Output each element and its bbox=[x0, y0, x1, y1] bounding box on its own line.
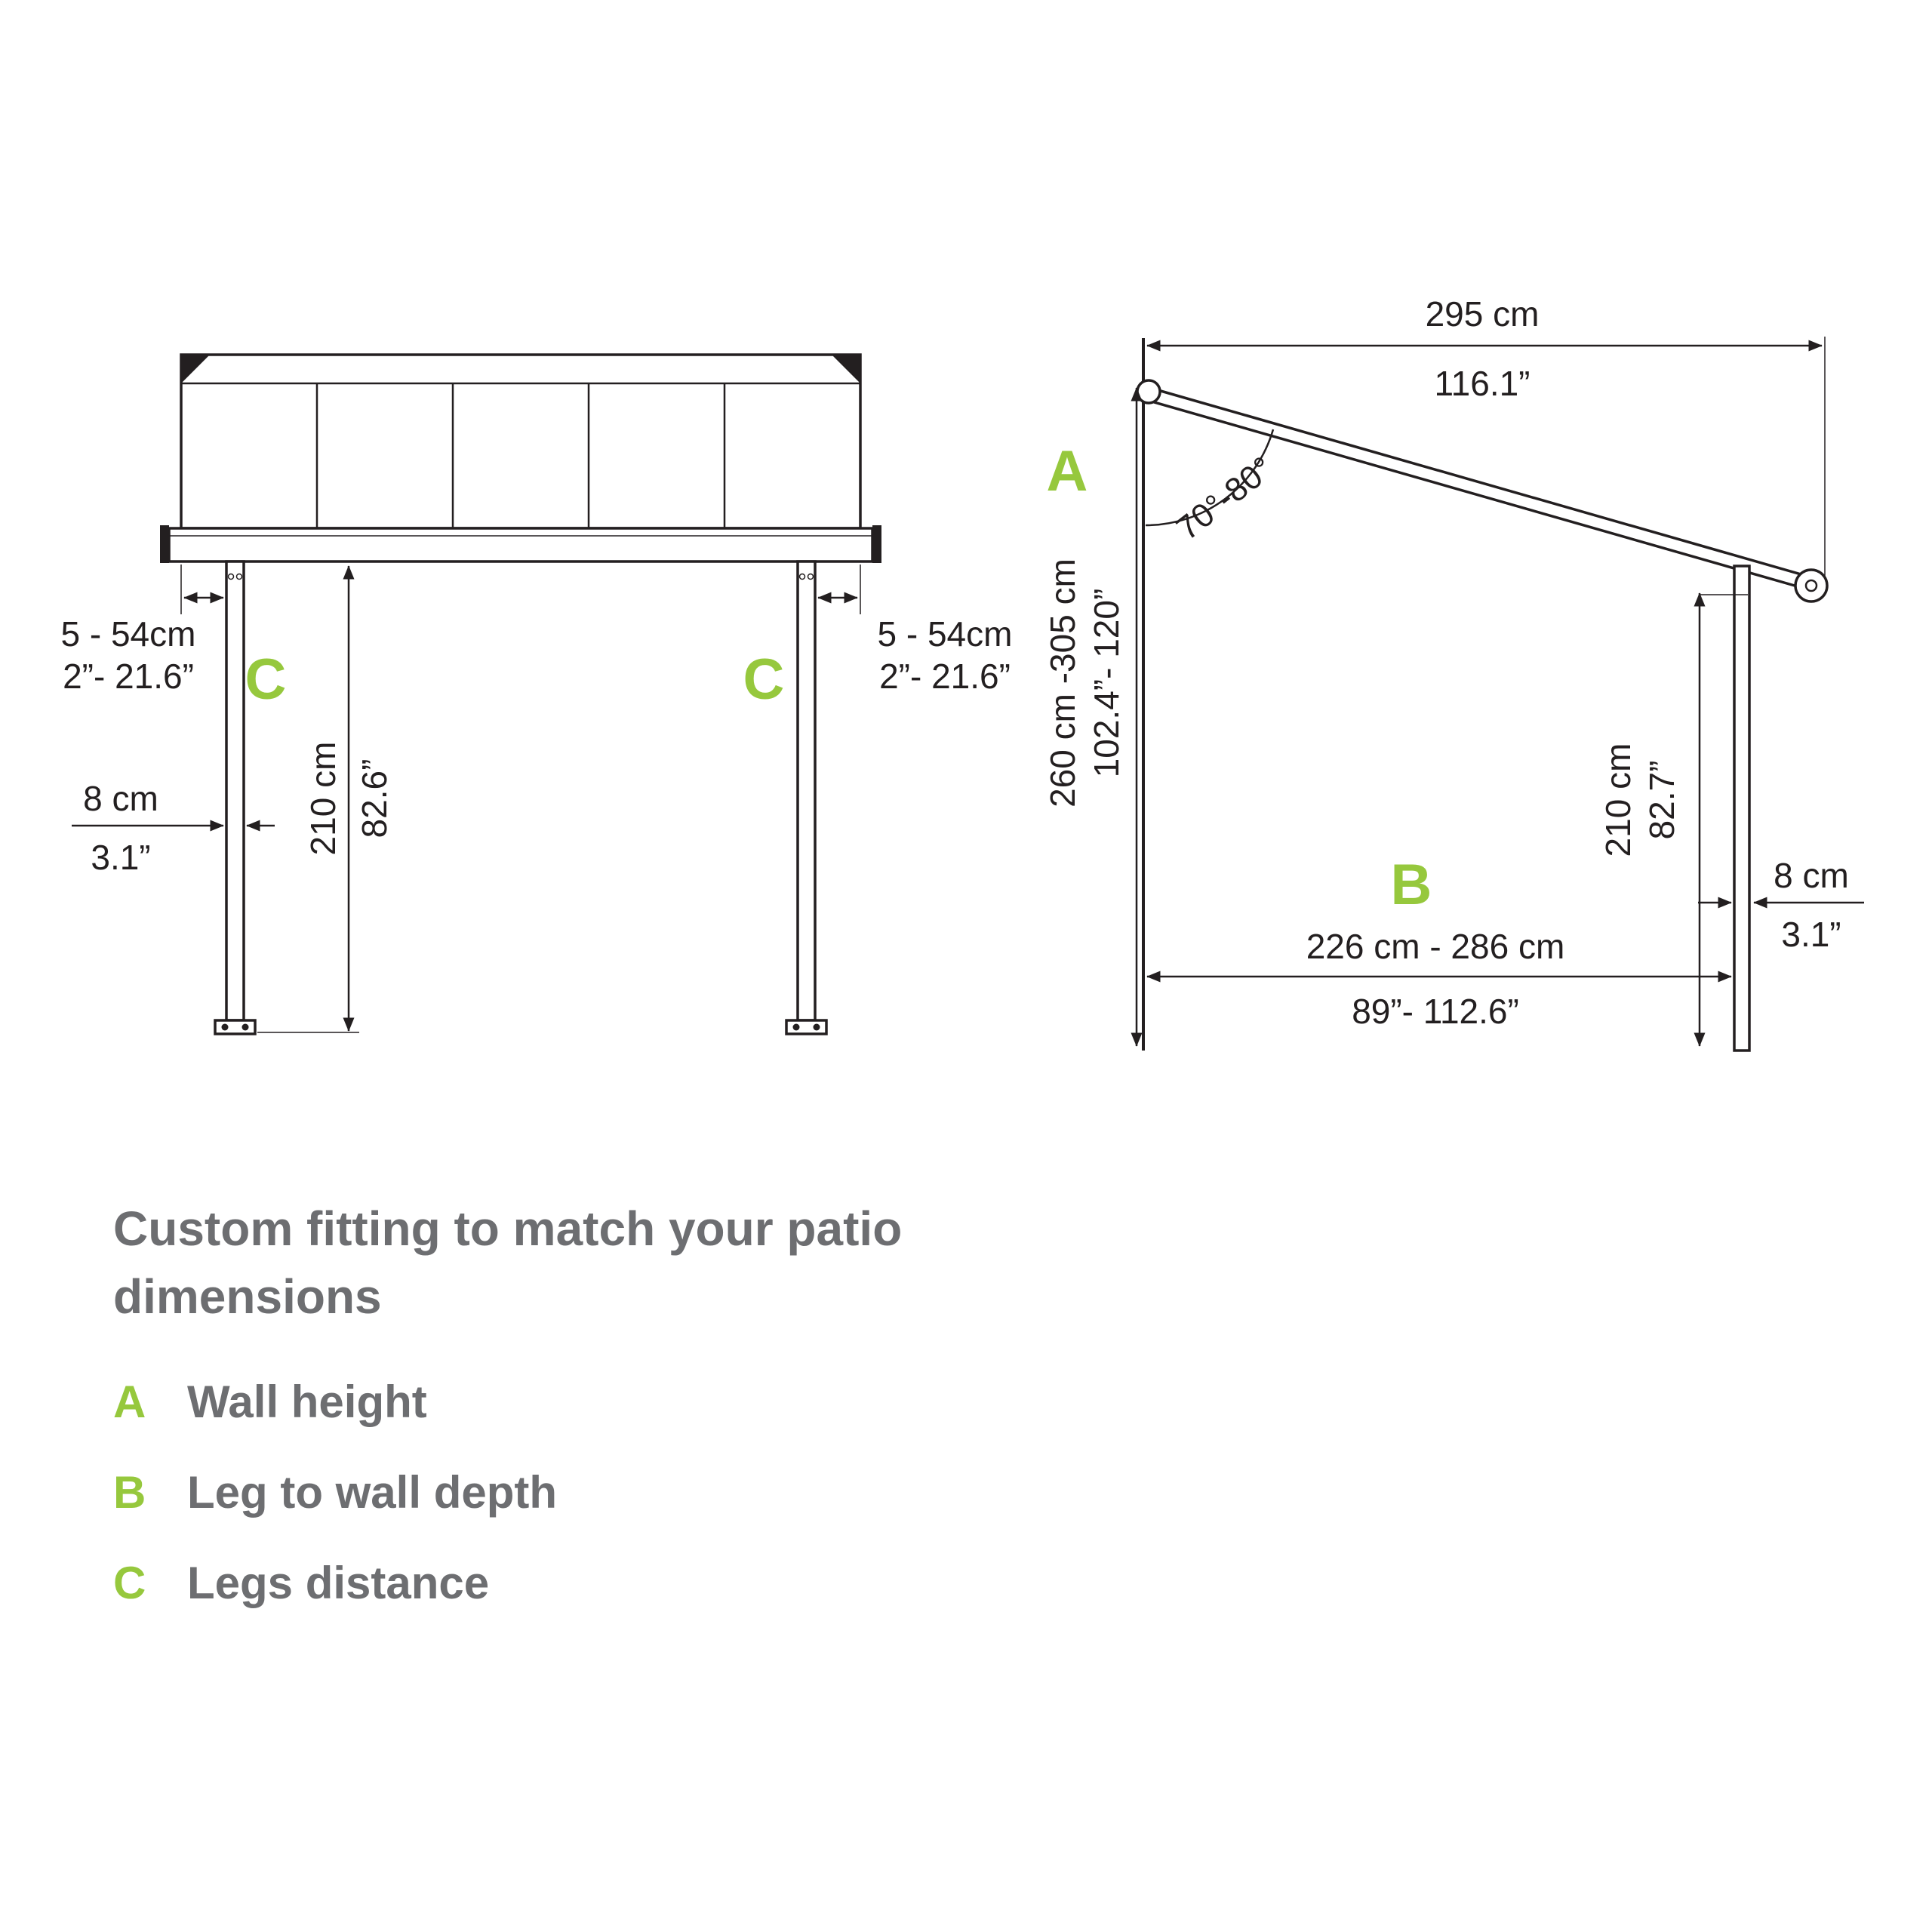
leg-bolt bbox=[227, 573, 235, 580]
front-leg-width-in: 3.1” bbox=[91, 838, 150, 877]
leg-bolt bbox=[235, 573, 243, 580]
label-c-right: C bbox=[743, 648, 785, 712]
legend-key-b: B bbox=[113, 1467, 146, 1518]
top-corner-cap-right bbox=[832, 355, 860, 383]
front-view-diagram: 5 - 54cm 2”- 21.6” C 5 - 54cm 2”- 21.6” … bbox=[61, 353, 1013, 1035]
foot-plate-left bbox=[214, 1019, 257, 1035]
gutter-end-profile-inner bbox=[1804, 579, 1818, 592]
leg-bolt bbox=[798, 573, 806, 580]
front-overhang-right-cm: 5 - 54cm bbox=[878, 614, 1013, 654]
leg-side bbox=[1733, 565, 1751, 1052]
front-leg-height-cm: 210 cm bbox=[303, 742, 343, 856]
front-leg-height-in: 82.6” bbox=[355, 759, 394, 838]
gutter-front bbox=[168, 527, 874, 563]
legend-label-leg-to-wall-depth: Leg to wall depth bbox=[187, 1467, 557, 1518]
roof-panel-top-line bbox=[1144, 385, 1804, 577]
front-overhang-left-in: 2”- 21.6” bbox=[63, 657, 194, 696]
leg-bolt bbox=[807, 573, 814, 580]
side-projection-in: 116.1” bbox=[1434, 364, 1530, 403]
cover-panel-front bbox=[180, 353, 862, 530]
leg-front-left bbox=[225, 560, 245, 1022]
label-a: A bbox=[1047, 439, 1088, 503]
side-leg-height-in: 82.7” bbox=[1642, 761, 1681, 840]
side-projection-cm: 295 cm bbox=[1426, 294, 1540, 334]
roof-angle-value: 70°-80° bbox=[1170, 450, 1281, 548]
roof-panel-bottom-line bbox=[1140, 397, 1801, 589]
foot-bolt bbox=[242, 1023, 249, 1031]
side-depth-cm: 226 cm - 286 cm bbox=[1306, 927, 1565, 966]
angle-arc bbox=[1145, 429, 1275, 527]
top-corner-cap-left bbox=[181, 355, 210, 383]
legend-title-line1: Custom fitting to match your patio bbox=[113, 1201, 902, 1256]
foot-plate-right bbox=[785, 1019, 828, 1035]
side-leg-width-cm: 8 cm bbox=[1774, 856, 1849, 895]
front-overhang-right-in: 2”- 21.6” bbox=[879, 657, 1011, 696]
legend-key-a: A bbox=[113, 1377, 146, 1427]
side-wall-height-cm: 260 cm -305 cm bbox=[1043, 558, 1082, 808]
side-wall-height-in: 102.4”- 120” bbox=[1087, 589, 1126, 778]
label-b: B bbox=[1391, 853, 1432, 917]
gutter-end-cap-left bbox=[160, 525, 169, 563]
side-leg-height-cm: 210 cm bbox=[1598, 743, 1638, 857]
legend-label-legs-distance: Legs distance bbox=[187, 1558, 489, 1608]
side-leg-width-in: 3.1” bbox=[1781, 915, 1841, 954]
side-depth-in: 89”- 112.6” bbox=[1352, 992, 1519, 1031]
side-view-diagram: 295 cm 116.1” 70°-80° A 260 cm -305 cm 1… bbox=[1043, 294, 1864, 1052]
gutter-end-cap-right bbox=[872, 525, 881, 563]
wall-bracket-profile bbox=[1136, 379, 1161, 405]
front-leg-width-cm: 8 cm bbox=[83, 779, 158, 818]
label-c-left: C bbox=[245, 648, 287, 712]
legend-key-c: C bbox=[113, 1558, 146, 1608]
foot-bolt bbox=[813, 1023, 820, 1031]
legend-label-wall-height: Wall height bbox=[187, 1377, 427, 1427]
legend: Custom fitting to match your patio dimen… bbox=[113, 1201, 902, 1608]
front-overhang-left-cm: 5 - 54cm bbox=[61, 614, 196, 654]
legend-title-line2: dimensions bbox=[113, 1269, 382, 1324]
foot-bolt bbox=[792, 1023, 800, 1031]
foot-bolt bbox=[221, 1023, 229, 1031]
leg-front-right bbox=[796, 560, 817, 1022]
